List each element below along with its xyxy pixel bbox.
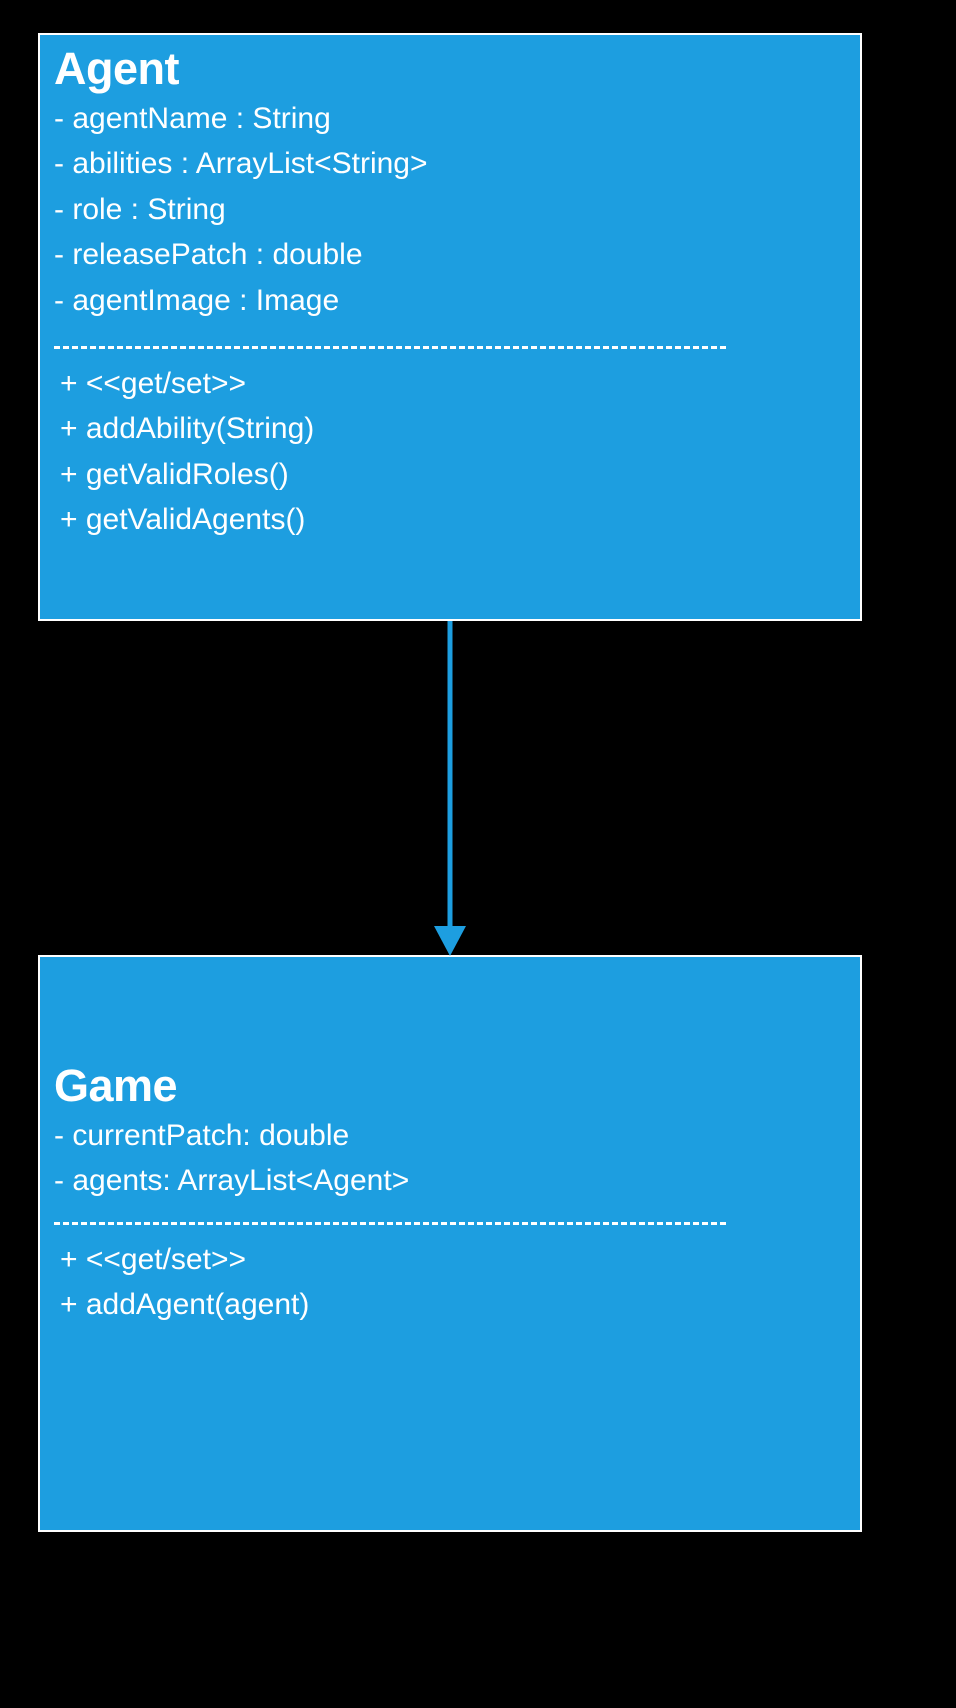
attributes-compartment-agent: - agentName : String - abilities : Array… xyxy=(40,96,860,324)
attribute-row: - releasePatch : double xyxy=(54,238,363,272)
method-row: + getValidAgents() xyxy=(60,503,306,537)
method-row: + <<get/set>> xyxy=(60,366,246,400)
compartment-separator-game xyxy=(54,1221,726,1225)
compartment-separator-agent xyxy=(54,345,726,349)
method-row: + <<get/set>> xyxy=(60,1242,246,1276)
method-row: + addAgent(agent) xyxy=(60,1288,310,1322)
attribute-row: - agentName : String xyxy=(54,101,331,135)
attribute-row: - abilities : ArrayList<String> xyxy=(54,147,428,181)
methods-compartment-game: + <<get/set>> + addAgent(agent) xyxy=(40,1237,860,1328)
attribute-row: - agentImage : Image xyxy=(54,283,340,317)
arrowhead-icon xyxy=(434,926,466,956)
class-box-agent[interactable]: Agent - agentName : String - abilities :… xyxy=(38,33,862,621)
method-row: + getValidRoles() xyxy=(60,457,289,491)
class-name-agent: Agent xyxy=(54,43,180,94)
methods-compartment-agent: + <<get/set>> + addAbility(String) + get… xyxy=(40,361,860,543)
attributes-compartment-game: - currentPatch: double - agents: ArrayLi… xyxy=(40,1113,860,1204)
attribute-row: - agents: ArrayList<Agent> xyxy=(54,1164,410,1198)
method-row: + addAbility(String) xyxy=(60,412,315,446)
class-name-game: Game xyxy=(54,1060,178,1111)
attribute-row: - role : String xyxy=(54,192,226,226)
class-box-game[interactable]: Game - currentPatch: double - agents: Ar… xyxy=(38,955,862,1532)
attribute-row: - currentPatch: double xyxy=(54,1118,350,1152)
